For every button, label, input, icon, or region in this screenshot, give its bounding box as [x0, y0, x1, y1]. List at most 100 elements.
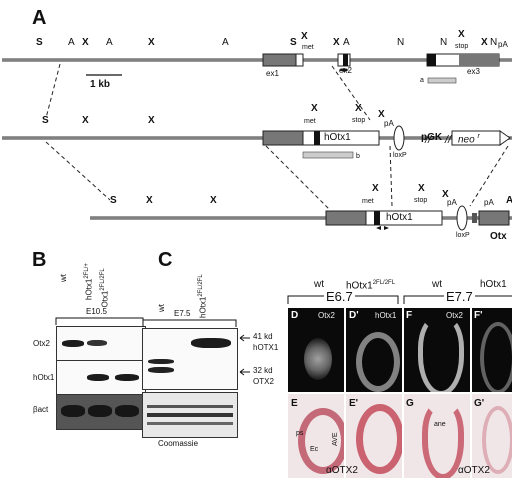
panel-e-ihc-wt	[288, 394, 344, 478]
panel-f-marker: Otx2	[446, 311, 463, 320]
b-blot-otx2	[56, 326, 146, 362]
row1-site-n1: N	[397, 37, 405, 48]
probe-a	[427, 77, 457, 84]
b-band-bact-2	[88, 405, 112, 417]
row2-site-x3: X	[311, 103, 318, 114]
pgk-label: pGK	[421, 132, 443, 143]
panel-c-label: C	[158, 249, 173, 271]
b-stage-label: E10.5	[84, 307, 109, 316]
row3-site-x3: X	[372, 183, 379, 194]
d-header-hotx1-1-text: hOtx1	[346, 280, 373, 292]
row1-site-a2: A	[106, 37, 113, 48]
panel-gprime-ihc	[472, 394, 512, 478]
b-col-wt: wt	[59, 274, 68, 282]
row3-site-x1: X	[146, 195, 153, 206]
b-blot-bact	[56, 394, 146, 430]
b-col-het-sup: 2FL/+	[84, 263, 90, 279]
e-label-ec: Ec	[310, 446, 319, 453]
panel-fprime	[472, 308, 512, 392]
row2-site-x5: X	[378, 109, 385, 120]
d-stage-e67: E6.7	[324, 289, 355, 304]
panel-e-tag: E	[291, 398, 298, 409]
d-signal	[304, 338, 332, 380]
panel-g-ihc-wt	[404, 394, 470, 478]
row3-loxp-label: loxP	[456, 232, 470, 239]
ex2-label: ex2	[339, 66, 352, 75]
gprime-embryo	[482, 406, 512, 474]
antibody-label-2: αOTX2	[458, 465, 490, 476]
row3-site-x5: X	[442, 189, 449, 200]
row1-stop: stop	[455, 43, 469, 50]
panel-d-marker: Otx2	[318, 311, 335, 320]
c-coom-band-3	[147, 422, 233, 425]
row1-site-s2: S	[290, 37, 297, 48]
c-marker-otx2: OTX2	[253, 377, 274, 386]
c-marker-hotx1: hOTX1	[253, 343, 279, 352]
row1-site-x2: X	[148, 37, 155, 48]
row1-site-x1: X	[82, 37, 89, 48]
c-band-otx2-lower	[148, 367, 174, 373]
row2-site-pa: pA	[384, 119, 394, 128]
panel-gprime-tag: G'	[474, 398, 485, 409]
b-col-het-text: hOtx1	[84, 278, 94, 300]
panel-dprime-hotx1	[346, 308, 402, 392]
probe-b-label: b	[356, 153, 360, 160]
row2-loxp-label: loxP	[393, 152, 407, 159]
g-embryo	[422, 402, 464, 478]
ex3-label: ex3	[467, 67, 480, 76]
row3-site-pa1: pA	[447, 198, 457, 207]
neo-sup: r	[477, 133, 480, 140]
probe-b	[302, 151, 354, 159]
c-col-hom: hOtx12FL/2FL	[198, 274, 208, 318]
row2-hotx1-label: hOtx1	[324, 132, 351, 143]
c-col-hom-text: hOtx1	[198, 296, 208, 318]
b-band-otx2-wt	[62, 340, 84, 347]
row2-site-x2: X	[148, 115, 155, 126]
row3-stop: stop	[414, 197, 428, 204]
svg-text://: //	[424, 134, 432, 146]
probe-a-label: a	[420, 77, 424, 84]
neo-text: neo	[458, 134, 475, 146]
panel-a-gene-map: // //	[2, 53, 512, 231]
f-signal	[418, 316, 464, 392]
row1-site-n3: N	[490, 37, 498, 48]
e-embryo	[298, 408, 344, 474]
row1-site-pa: pA	[498, 40, 508, 49]
dprime-signal	[356, 332, 400, 392]
e-label-ave: AVE	[332, 432, 339, 447]
panel-g-tag: G	[406, 398, 414, 409]
row1-site-x5: X	[458, 29, 465, 40]
row1-met: met	[302, 44, 314, 51]
panel-a-label: A	[32, 7, 47, 29]
b-band-bact-1	[61, 405, 85, 417]
panel-dprime-tag: D'	[349, 310, 359, 321]
panel-f-tag: F	[406, 310, 413, 321]
allele-label: Otx	[490, 231, 507, 242]
e-label-ps: ps	[296, 430, 304, 437]
row3-met: met	[362, 198, 374, 205]
c-stage-bracket	[142, 319, 237, 327]
b-band-hotx1-hom	[115, 374, 139, 381]
row3-site-x2: X	[210, 195, 217, 206]
panel-d-otx2-wt	[288, 308, 344, 392]
panel-f-otx2-wt	[404, 308, 470, 392]
row1-site-x6: X	[481, 37, 488, 48]
b-band-hotx1-het	[87, 374, 109, 381]
c-marker-32kd: 32 kd	[253, 366, 273, 375]
d-header-hotx1-1-sup: 2FL/2FL	[372, 280, 396, 286]
b-col-het: hOtx12FL/+	[84, 263, 94, 300]
row1-site-n2: N	[440, 37, 448, 48]
c-band-hotx1	[191, 338, 231, 348]
ex1-label: ex1	[266, 69, 279, 78]
panel-eprime-tag: E'	[349, 398, 359, 409]
fprime-signal	[480, 322, 512, 392]
loxp-row2	[393, 125, 405, 151]
scale-bar-label: 1 kb	[90, 79, 111, 90]
hotx1-insert-row3	[365, 210, 443, 226]
c-coomassie-label: Coomassie	[158, 439, 199, 448]
row3-hotx1-label: hOtx1	[386, 212, 413, 223]
eprime-embryo	[356, 404, 402, 474]
d-stage-e77: E7.7	[444, 289, 475, 304]
panel-eprime-ihc	[346, 394, 402, 478]
row2-site-s: S	[42, 115, 49, 126]
